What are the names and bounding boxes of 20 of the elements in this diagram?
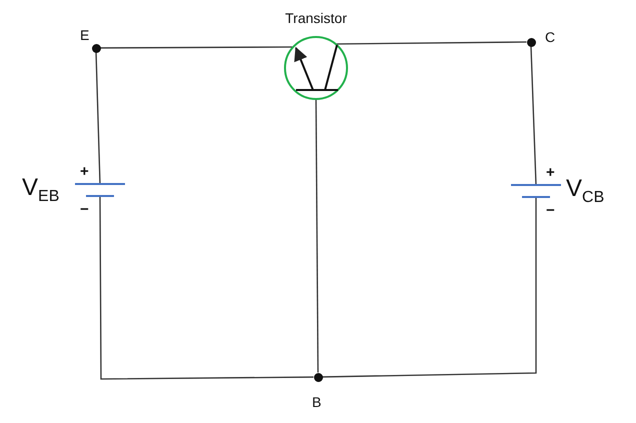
terminal-dot	[314, 372, 322, 382]
polarity-sign: −	[546, 203, 555, 218]
voltage-label: V$_{CB}$	[566, 177, 604, 206]
voltage-label: V$_{EB}$	[22, 176, 60, 205]
terminal-label: B	[312, 395, 322, 409]
polarity-sign: +	[80, 164, 89, 179]
wire	[95, 52, 101, 184]
wire	[336, 41, 526, 45]
terminal-label: E	[80, 28, 90, 42]
transistor-label: Transistor	[285, 11, 347, 25]
wire	[322, 197, 537, 378]
terminal-label: C	[545, 30, 556, 44]
terminal-dot	[92, 44, 100, 52]
wire	[100, 46, 294, 49]
wire	[530, 46, 537, 186]
terminal-dot	[526, 38, 536, 46]
wire	[315, 99, 319, 372]
wire	[99, 196, 314, 380]
polarity-sign: +	[546, 165, 555, 180]
polarity-sign: −	[80, 202, 89, 217]
